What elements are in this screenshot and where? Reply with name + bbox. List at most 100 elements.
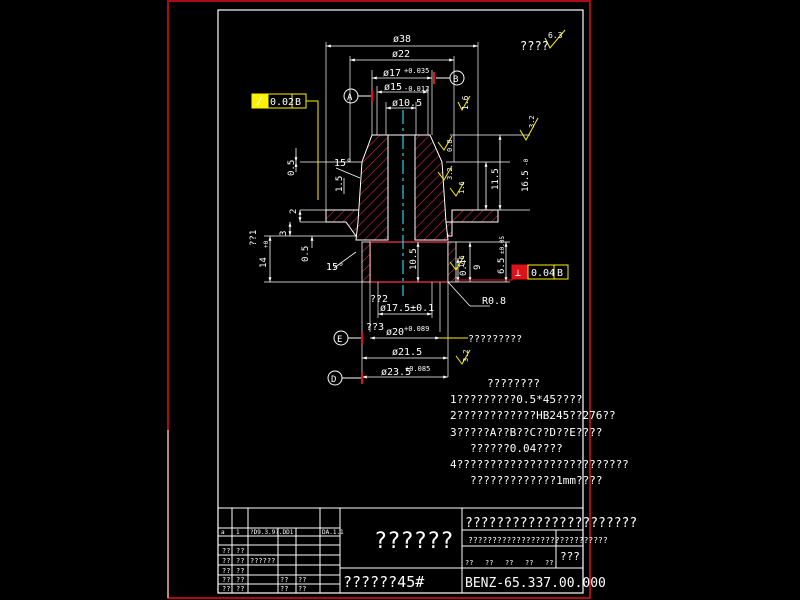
dim-len165: 16.5 — [521, 170, 531, 192]
side-label: ????????? — [468, 334, 522, 345]
small-cell-4: ?? — [525, 559, 533, 567]
fcf-right-ref: B — [557, 268, 563, 279]
sheet-border — [167, 0, 591, 599]
hatch-wall-right — [414, 134, 449, 241]
small-cell-3: ?? — [505, 559, 513, 567]
dim-d17: ø17 — [383, 68, 401, 79]
fcf-right-val: 0.04 — [531, 268, 555, 279]
small-label-12: ?? — [280, 585, 288, 593]
dim-r08: R0.8 — [482, 296, 506, 307]
lower-wall-right — [447, 241, 457, 283]
dim-d235: ø23.5 — [381, 367, 411, 378]
rev-4: DA.1.1 — [322, 529, 344, 536]
dim-d20-tol: +0.089 — [404, 325, 429, 333]
part-section: / 0.02 B ⊥ 0.04 B — [251, 29, 569, 386]
dim-len05b: 0.5 — [301, 246, 311, 262]
small-label-5: ?? — [236, 567, 244, 575]
rev-1: 1 — [236, 529, 240, 536]
dim-d10: ø10.5 — [392, 98, 422, 109]
dim-s32b: 3.2 — [528, 115, 536, 128]
small-label-7: ?? — [236, 576, 244, 584]
technical-notes: ???????? 1?????????0.5*45???? 2?????????… — [450, 377, 629, 487]
hatch-wall-left — [355, 134, 389, 241]
small-label-11: ?? — [298, 576, 306, 584]
dim-d235-tol: +0.085 — [405, 365, 430, 373]
dim-unk2: ??2 — [370, 294, 388, 305]
sub-company: ????????????????????????????? — [468, 536, 608, 545]
dim-unk3: ??3 — [366, 322, 384, 333]
roughness-symbols — [437, 29, 566, 365]
dim-unk1: ??1 — [249, 230, 259, 246]
dim-len9: 9 — [473, 265, 483, 270]
dim-len15: 1.5 — [335, 176, 345, 192]
small-cell-2: ?? — [485, 559, 493, 567]
dim-len65-tol: ±0.05 — [499, 236, 506, 254]
dim-len14-tol: +0 — [263, 240, 270, 248]
small-label-8: ?? — [222, 585, 230, 593]
dim-d17-tol: +0.035 — [404, 67, 429, 75]
fcf-top-ref: B — [295, 97, 301, 108]
datum-e — [333, 330, 363, 346]
fcf-top-val: 0.02 — [270, 97, 294, 108]
fcf-top-sym: / — [256, 95, 263, 108]
note-3: 3?????A??B??C??D??E???? — [450, 426, 602, 439]
dim-d22: ø22 — [392, 49, 410, 60]
rev-2: ?D9.3.9?.DD1 — [250, 529, 294, 536]
dim-d15: ø15 — [384, 82, 402, 93]
dim-len05a: 0.5 — [287, 160, 297, 176]
small-label-4: ?? — [222, 567, 230, 575]
small-label-9: ?? — [236, 585, 244, 593]
dim-s32a: 3.2 — [446, 167, 454, 180]
datum-a-label: A — [347, 93, 353, 103]
fcf-right: ⊥ 0.04 B — [456, 264, 569, 281]
rough-all-val: 6.3 — [548, 31, 563, 40]
datum-a — [343, 88, 373, 104]
dim-d20: ø20 — [386, 327, 404, 338]
datum-d — [327, 370, 363, 386]
part-name: ?????? — [374, 529, 453, 554]
small-label-0: ?? — [222, 547, 230, 555]
note-0: ???????? — [487, 377, 540, 390]
small-cell-1: ?? — [465, 559, 473, 567]
dim-d175: ø17.5±0.1 — [380, 303, 434, 314]
rev-0: a — [221, 529, 225, 536]
scale-box: ??? — [560, 550, 580, 563]
small-label-1: ?? — [236, 547, 244, 555]
title-block — [218, 507, 583, 593]
fcf-top: / 0.02 B — [251, 93, 319, 200]
small-cell-0: ?????? — [250, 557, 275, 565]
dim-len165-tol: -0 — [523, 158, 530, 166]
dim-d15-tol: -0.012 — [404, 85, 429, 93]
dim-len3: 3 — [279, 231, 289, 236]
datum-b-label: B — [453, 75, 458, 85]
dim-len65: 6.5 — [497, 258, 507, 274]
small-cell-5: ?? — [545, 559, 553, 567]
dim-s16a: 1.6 — [461, 95, 470, 110]
dim-len105: 10.5 — [409, 248, 419, 270]
dim-len04: 0.4 — [459, 260, 469, 276]
dim-ang15a: 15° — [334, 158, 352, 169]
small-label-13: ?? — [298, 585, 306, 593]
company-name: ?????????????????????? — [465, 516, 637, 531]
note-1: 1?????????0.5*45???? — [450, 393, 582, 406]
dim-len14: 14 — [259, 257, 269, 268]
dim-s16c: 1.6 — [458, 255, 466, 268]
note-6: ?????????????1mm???? — [470, 474, 602, 487]
small-label-2: ?? — [222, 557, 230, 565]
title-block-texts: ?????? ?????????????????????? ??????????… — [221, 516, 637, 593]
dim-s08: 0.8 — [446, 139, 454, 152]
small-label-6: ?? — [222, 576, 230, 584]
material: ??????45# — [343, 573, 424, 591]
hatch-flange-right — [443, 209, 499, 237]
fcf-right-sym: ⊥ — [515, 268, 521, 279]
inner-frame — [217, 9, 584, 594]
datum-e-label: E — [337, 335, 342, 345]
small-label-3: ?? — [236, 557, 244, 565]
dimension-texts: ø38 ø22 ø17 +0.035 ø15 -0.012 ø10.5 ø17.… — [326, 31, 563, 378]
lower-wall-left — [361, 241, 371, 283]
datum-b — [433, 70, 465, 86]
dim-ang15b: 15° — [326, 262, 344, 273]
note-5: 4?????????????????????????? — [450, 458, 629, 471]
note-4: ??????0.04???? — [470, 442, 563, 455]
